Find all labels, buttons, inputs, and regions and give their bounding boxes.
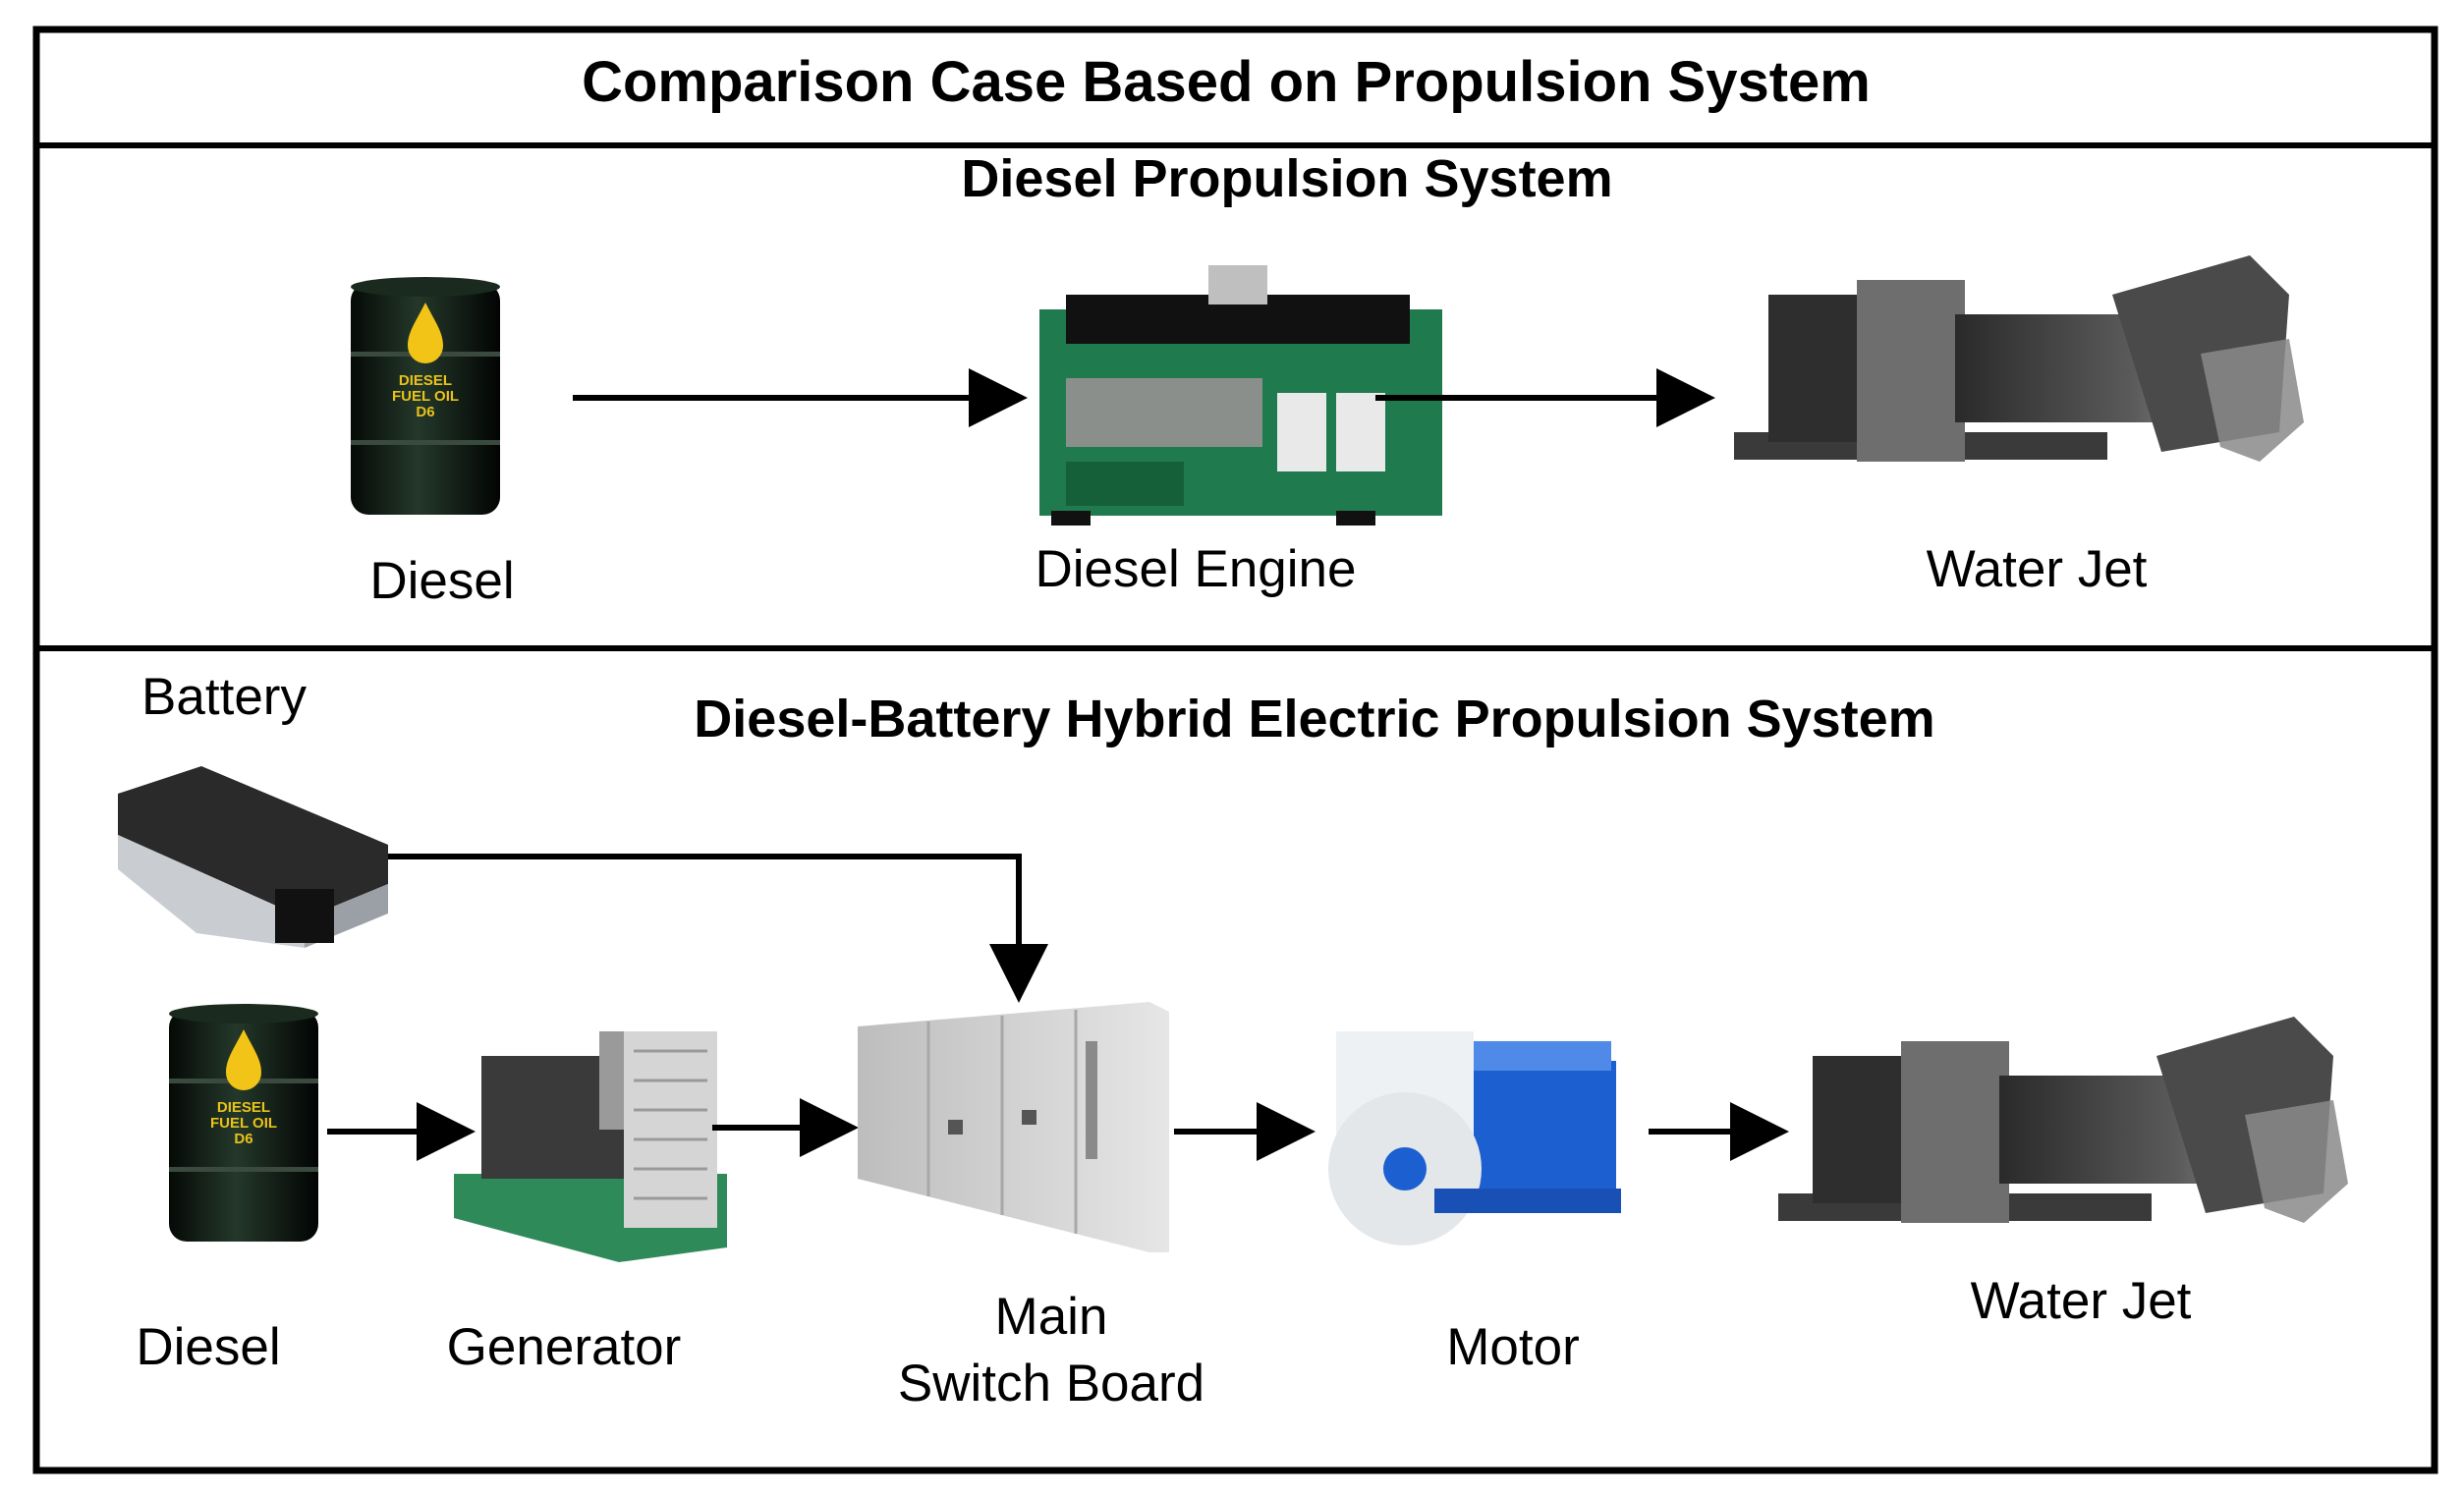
outer-border — [32, 26, 2438, 1474]
label-diesel-engine: Diesel Engine — [1035, 540, 1357, 598]
label-waterjet-top: Water Jet — [1926, 540, 2148, 598]
label-generator: Generator — [446, 1318, 682, 1376]
barrel-label-bottom-1: DIESEL — [217, 1099, 270, 1116]
label-switchboard-line1: Main — [994, 1288, 1108, 1346]
diagram-title: Comparison Case Based on Propulsion Syst… — [582, 50, 1871, 114]
diesel-barrel-top: DIESEL FUEL OIL D6 — [351, 277, 500, 515]
label-switchboard-line2: Switch Board — [897, 1355, 1205, 1412]
motor-image — [1328, 1031, 1621, 1246]
label-motor: Motor — [1446, 1318, 1580, 1376]
diesel-barrel-bottom: DIESEL FUEL OIL D6 — [169, 1004, 318, 1242]
main-switchboard-image — [858, 1002, 1169, 1252]
arrow-battery-to-switchboard — [388, 854, 1048, 1003]
barrel-label-top-1: DIESEL — [399, 372, 452, 389]
label-battery: Battery — [141, 668, 307, 726]
battery-image — [118, 766, 388, 948]
diesel-system-heading: Diesel Propulsion System — [961, 149, 1613, 208]
label-diesel-top: Diesel — [369, 552, 515, 610]
barrel-label-top-3: D6 — [416, 404, 434, 420]
waterjet-image-bottom — [1778, 1017, 2348, 1223]
label-waterjet-bottom: Water Jet — [1970, 1272, 2192, 1330]
barrel-label-bottom-2: FUEL OIL — [210, 1115, 277, 1132]
hybrid-system-heading: Diesel-Battery Hybrid Electric Propulsio… — [694, 690, 1935, 748]
waterjet-image-top — [1734, 255, 2304, 462]
diesel-engine-image — [1039, 265, 1442, 526]
label-diesel-bottom: Diesel — [136, 1318, 281, 1376]
generator-image — [454, 1031, 727, 1262]
barrel-label-bottom-3: D6 — [234, 1131, 252, 1147]
barrel-label-top-2: FUEL OIL — [392, 388, 459, 405]
